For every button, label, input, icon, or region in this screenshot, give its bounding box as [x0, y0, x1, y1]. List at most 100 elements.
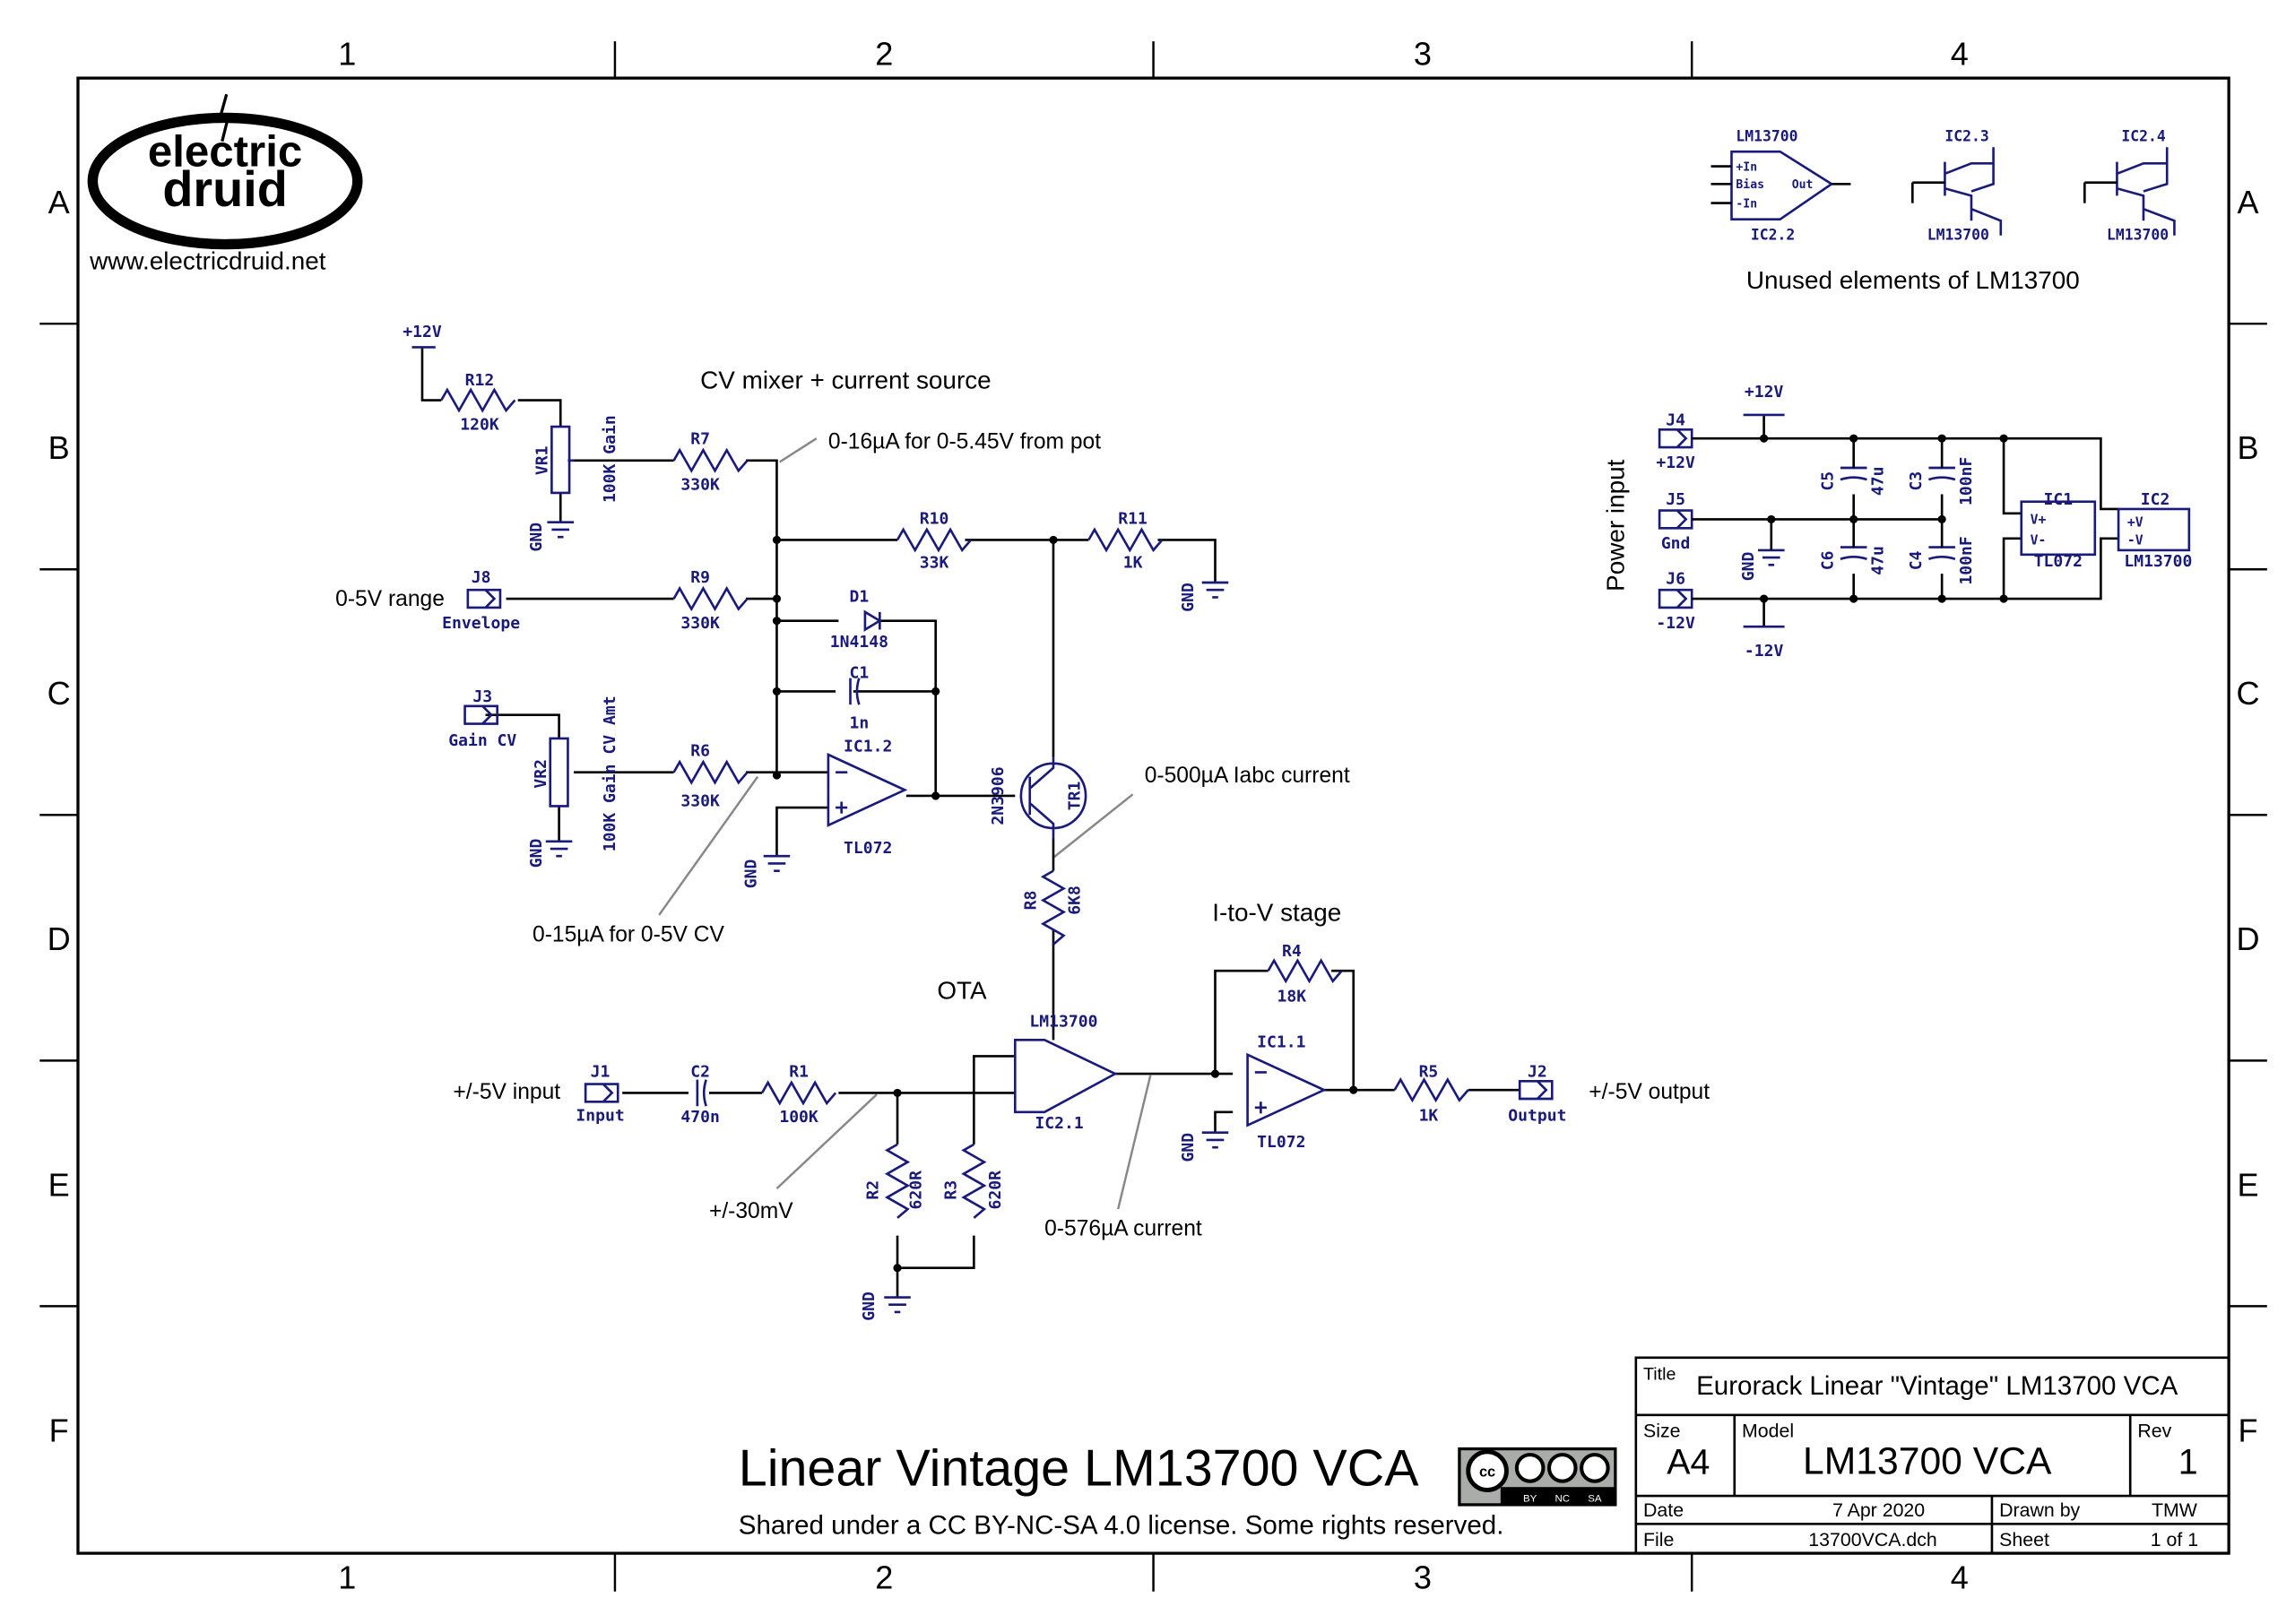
ref-IC2.4: IC2.4: [2121, 128, 2166, 145]
ref-C5: C5: [1819, 471, 1838, 491]
ref-IC1.2: IC1.2: [844, 738, 892, 756]
note-unused: Unused elements of LM13700: [1746, 266, 2080, 294]
note-pot-current: 0-16µA for 0-5.45V from pot: [828, 430, 1101, 454]
website-link[interactable]: www.electricdruid.net: [89, 246, 326, 274]
pin-label: -V: [2127, 532, 2143, 548]
row-label: D: [2236, 920, 2259, 957]
cc-license-badge[interactable]: cc BY NC SA: [1458, 1447, 1617, 1507]
val-IC2: LM13700: [2124, 552, 2192, 571]
capacitor-C6: [1840, 546, 1867, 560]
jack-J5: [1658, 509, 1693, 530]
tb-model: LM13700 VCA: [1803, 1439, 2052, 1482]
jack-J3: [463, 704, 498, 725]
resistor-R8: [1040, 869, 1067, 946]
ref-J5: J5: [1666, 490, 1685, 509]
ground-symbol: [545, 840, 573, 858]
ref-J8: J8: [472, 568, 491, 587]
title-block: Title Eurorack Linear "Vintage" LM13700 …: [1634, 1356, 2230, 1555]
ground-symbol: [547, 521, 574, 539]
row-label: E: [48, 1166, 70, 1203]
power-label: -12V: [1745, 642, 1784, 661]
tb-file: 13700VCA.dch: [1808, 1529, 1936, 1551]
resistor-R1: [760, 1080, 837, 1106]
cc-sa-label: SA: [1588, 1494, 1602, 1505]
opamp-IC1.1: [1246, 1052, 1328, 1127]
ref-J2: J2: [1528, 1062, 1547, 1081]
jack-J1: [584, 1083, 619, 1103]
col-label: 4: [1951, 1559, 1969, 1595]
lbl-J2: Output: [1508, 1107, 1566, 1126]
ref-IC2.3: IC2.3: [1944, 128, 1988, 145]
resistor-R11: [1087, 527, 1164, 553]
lbl-J5: Gnd: [1661, 534, 1691, 553]
cc-text: cc: [1479, 1464, 1495, 1481]
tb-title-label: Title: [1643, 1364, 1676, 1384]
ref-IC2.2: IC2.2: [1751, 227, 1795, 244]
val-C4: 100nF: [1957, 536, 1976, 584]
ref-R11: R11: [1118, 509, 1148, 528]
gnd-label: GND: [527, 523, 546, 552]
val-R6: 330K: [680, 791, 720, 810]
ref-J3: J3: [472, 687, 492, 706]
electric-druid-logo[interactable]: electric druid: [87, 93, 363, 250]
tb-date: 7 Apr 2020: [1832, 1499, 1925, 1521]
ref-C2: C2: [690, 1062, 710, 1081]
val-R11: 1K: [1123, 554, 1143, 573]
val-IC2.1: LM13700: [1029, 1013, 1097, 1032]
nc-icon: [1546, 1453, 1578, 1483]
ref-J4: J4: [1666, 410, 1685, 429]
ref-J1: J1: [591, 1062, 611, 1081]
jack-J4: [1658, 428, 1693, 449]
resistor-R10: [896, 527, 973, 553]
unused-elements: LM13700 IC2.2 IC2.3 LM13700 IC2.4 LM1370…: [1710, 128, 2176, 244]
tb-date-label: Date: [1643, 1499, 1684, 1521]
ref-VR2: VR2: [532, 759, 550, 789]
val-R8: 6K8: [1066, 885, 1085, 915]
gnd-label: GND: [860, 1291, 879, 1321]
tb-title: Eurorack Linear "Vintage" LM13700 VCA: [1696, 1371, 2178, 1401]
note-ota: OTA: [937, 976, 987, 1004]
ref-R8: R8: [1021, 891, 1040, 911]
lbl-J3: Gain CV: [448, 731, 516, 750]
lbl-J8: Envelope: [442, 614, 520, 633]
ref-C4: C4: [1907, 550, 1926, 570]
lightning-icon: [217, 93, 230, 143]
sheet-title: Linear Vintage LM13700 VCA: [739, 1440, 1419, 1498]
row-label: D: [48, 920, 71, 957]
val-IC1.1: TL072: [1257, 1133, 1305, 1152]
col-label: 2: [875, 35, 893, 72]
row-label: B: [48, 429, 70, 466]
col-label: 1: [338, 1559, 356, 1595]
pin-label: Bias: [1736, 178, 1764, 192]
by-icon: [1514, 1453, 1546, 1483]
opamp-IC1.2: [827, 752, 908, 827]
resistor-R4: [1267, 958, 1343, 984]
row-label: C: [48, 675, 71, 712]
resistor-R2: [884, 1143, 911, 1219]
val-IC2.4: LM13700: [2107, 227, 2169, 244]
val-D1: 1N4148: [830, 633, 888, 652]
ref-TR1: TR1: [1066, 782, 1085, 811]
tb-model-label: Model: [1742, 1420, 1794, 1441]
gnd-label: GND: [1739, 552, 1758, 582]
logo-text: electric: [148, 127, 302, 177]
power-label: +12V: [403, 323, 442, 341]
note-cv-current: 0-15µA for 0-5V CV: [533, 922, 724, 946]
gnd-label: GND: [1179, 583, 1198, 612]
resistor-R3: [961, 1143, 987, 1219]
row-label: A: [2237, 184, 2258, 220]
ic2-power-box: [2117, 507, 2191, 552]
power-label: +12V: [1745, 383, 1784, 402]
val-IC1: TL072: [2034, 552, 2083, 571]
ref-IC2: IC2: [2141, 490, 2170, 509]
row-label: E: [2237, 1166, 2258, 1203]
val-C6: 47u: [1869, 546, 1888, 575]
ground-symbol: [1201, 581, 1229, 599]
cc-nc-label: NC: [1555, 1494, 1570, 1505]
col-label: 1: [338, 35, 356, 72]
val-C5: 47u: [1869, 466, 1888, 496]
val-R3: 620R: [986, 1170, 1005, 1210]
val-IC2.3: LM13700: [1927, 227, 1989, 244]
lbl-J4: +12V: [1656, 454, 1695, 472]
ref-J6: J6: [1666, 570, 1685, 589]
